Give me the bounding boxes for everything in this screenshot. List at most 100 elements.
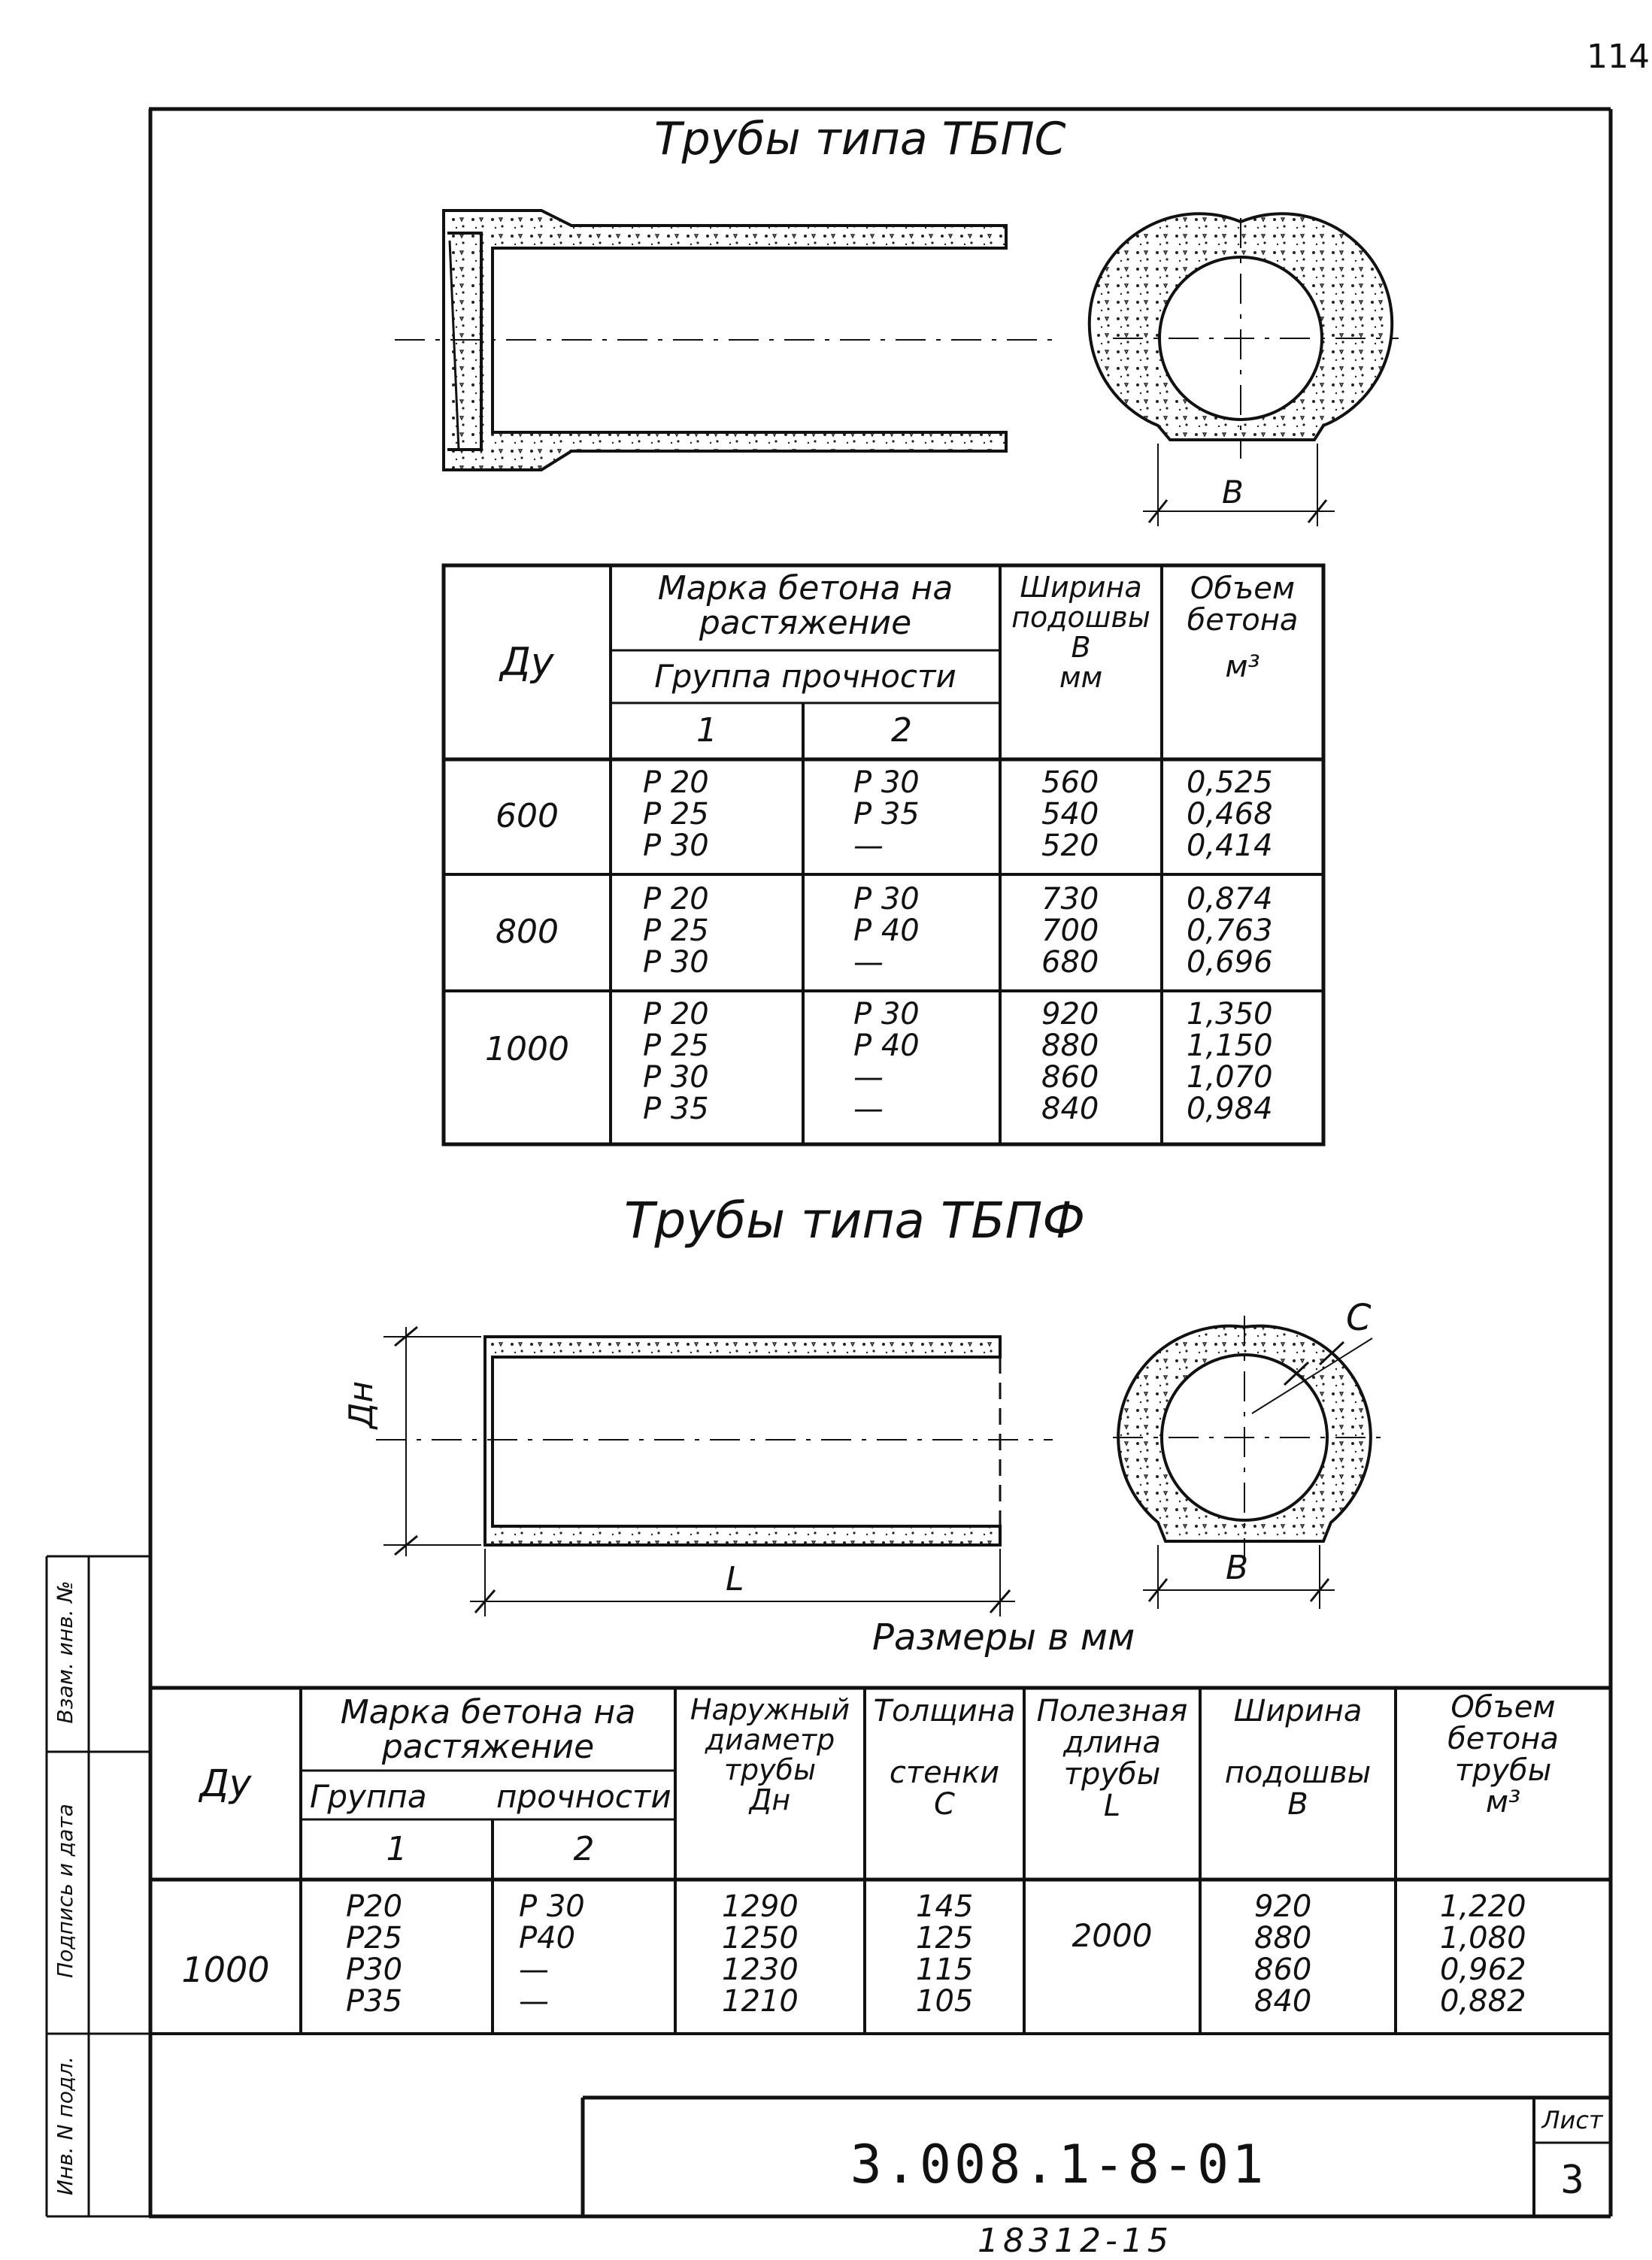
- units-note: Размеры в мм: [872, 1616, 1135, 1659]
- tbps-row-800-dy: 800: [496, 913, 559, 952]
- doc-code: 3.008.1-8-01: [850, 2134, 1267, 2196]
- title-block-grid: [580, 2095, 1611, 2216]
- tbps-row-1000-volume: 1,350 1,150 1,070 0,984: [1187, 998, 1273, 1125]
- width-value: 560: [1041, 765, 1099, 800]
- tbpf-dim-b: В: [1226, 1549, 1249, 1587]
- tbps-header-dy: Ду: [500, 639, 554, 685]
- tbpf-header-concrete-l1: Марка бетона на: [340, 1693, 636, 1731]
- grade: Р 30: [853, 765, 920, 800]
- sheet-number: 3: [1560, 2157, 1584, 2203]
- grade: Р30: [346, 1953, 403, 1987]
- tbpf-row-length: 2000: [1072, 1916, 1153, 1954]
- grade: Р 30: [643, 829, 709, 863]
- volume-value: 0,525: [1187, 765, 1273, 800]
- sheet-frame: [148, 107, 1613, 2219]
- grade: Р 25: [643, 797, 709, 832]
- tbpf-dim-dn: Дн: [342, 1380, 380, 1428]
- grade: Р 20: [643, 997, 709, 1032]
- tbpf-header-concrete: Марка бетона на растяжение: [301, 1695, 675, 1765]
- tbps-side-view: [395, 209, 1053, 471]
- tbps-header-group-1: 1: [696, 711, 717, 750]
- tbpf-header-group-b: прочности: [496, 1778, 671, 1815]
- tbps-row-600-dy: 600: [496, 797, 559, 836]
- width-value: 520: [1041, 829, 1099, 863]
- grade: Р 30: [643, 1060, 709, 1095]
- grade: Р20: [346, 1889, 403, 1924]
- grade: Р 30: [519, 1889, 585, 1924]
- tbps-header-volume-l1: Объем: [1190, 571, 1296, 606]
- wall-thickness-value: 145: [916, 1889, 974, 1924]
- tbpf-row-dy: 1000: [181, 1949, 270, 1990]
- outer-diameter-value: 1290: [722, 1889, 799, 1924]
- bottom-note: 18312-15: [978, 2222, 1173, 2260]
- width-value: 680: [1041, 945, 1099, 980]
- tbpf-row-outer: 1290 1250 1230 1210: [722, 1891, 799, 2017]
- tbpf-header-outer-l4: Дн: [749, 1783, 791, 1816]
- outer-diameter-value: 1210: [722, 1984, 799, 2019]
- tbpf-row-g1: Р20 Р25 Р30 Р35: [346, 1891, 402, 2017]
- grade: —: [519, 1984, 549, 2019]
- tbps-cross-section: [1087, 212, 1399, 526]
- grade: Р 40: [853, 913, 920, 948]
- tbpf-title: Трубы типа ТБПФ: [624, 1192, 1086, 1250]
- tbpf-cross-section: [1113, 1316, 1384, 1609]
- width-value: 700: [1041, 913, 1099, 948]
- stamp-inv-podl: Инв. N подл.: [53, 2056, 77, 2195]
- width-value: 880: [1254, 1921, 1312, 1956]
- side-stamp-frame: [45, 1555, 150, 2218]
- tbps-header-volume: Объем бетона м³: [1162, 573, 1323, 683]
- volume-value: 0,962: [1440, 1953, 1526, 1987]
- grade: —: [853, 1092, 884, 1126]
- width-value: 860: [1041, 1060, 1099, 1095]
- tbpf-row-g2: Р 30 Р40 — —: [519, 1891, 585, 2017]
- tbps-header-concrete-l1: Марка бетона на: [657, 569, 953, 607]
- width-value: 920: [1254, 1889, 1312, 1924]
- tbpf-header-outer-l1: Наружный: [690, 1693, 850, 1726]
- tbps-table-grid: [441, 563, 1326, 1147]
- outer-diameter-value: 1230: [722, 1953, 799, 1987]
- tbps-row-1000-dy: 1000: [485, 1030, 569, 1068]
- tbpf-header-outer-l3: трубы: [723, 1753, 817, 1786]
- tbps-row-600-g2: Р 30 Р 35 —: [853, 767, 920, 862]
- tbpf-side-view: [376, 1325, 1053, 1616]
- tbps-header-width-unit: мм: [1059, 660, 1103, 694]
- volume-value: 0,696: [1187, 945, 1273, 980]
- volume-value: 0,763: [1187, 913, 1273, 948]
- grade: Р 20: [643, 765, 709, 800]
- volume-value: 0,984: [1187, 1092, 1273, 1126]
- tbpf-dim-l: L: [726, 1560, 744, 1598]
- page-number: 114: [1587, 38, 1650, 76]
- volume-value: 1,220: [1440, 1889, 1526, 1924]
- tbpf-header-volume-l1: Объем: [1450, 1690, 1556, 1725]
- tbpf-header-length-l1: Полезная: [1036, 1694, 1188, 1728]
- grade: Р 30: [643, 945, 709, 980]
- tbpf-header-wall-l2: стенки: [889, 1756, 1000, 1790]
- tbps-row-1000-width: 920 880 860 840: [1041, 998, 1099, 1125]
- grade: Р 40: [853, 1029, 920, 1063]
- tbpf-header-wall-l3: С: [934, 1787, 955, 1822]
- tbps-row-600-volume: 0,525 0,468 0,414: [1187, 767, 1273, 862]
- tbps-header-width-l2: подошвы: [1011, 600, 1150, 634]
- grade: Р 35: [643, 1092, 709, 1126]
- tbps-title: Трубы типа ТБПС: [654, 113, 1066, 165]
- tbpf-header-group-1: 1: [386, 1829, 408, 1868]
- tbps-row-800-g2: Р 30 Р 40 —: [853, 883, 920, 978]
- volume-value: 0,882: [1440, 1984, 1526, 2019]
- tbps-header-width-l1: Ширина: [1020, 571, 1142, 604]
- volume-value: 1,080: [1440, 1921, 1526, 1956]
- width-value: 880: [1041, 1029, 1099, 1063]
- width-value: 730: [1041, 882, 1099, 916]
- volume-value: 0,468: [1187, 797, 1273, 832]
- width-value: 540: [1041, 797, 1099, 832]
- tbps-header-concrete: Марка бетона на растяжение: [611, 571, 1000, 650]
- grade: Р35: [346, 1984, 403, 2019]
- tbps-row-1000-g1: Р 20 Р 25 Р 30 Р 35: [643, 998, 709, 1125]
- stamp-podpis: Подпись и дата: [53, 1804, 77, 1978]
- tbps-header-group: Группа прочности: [654, 657, 956, 695]
- tbpf-header-group-2: 2: [573, 1829, 595, 1868]
- tbpf-header-width: Ширина подошвы В: [1200, 1695, 1396, 1820]
- tbps-dim-b: В: [1222, 474, 1244, 510]
- tbpf-row-wall: 145 125 115 105: [916, 1891, 973, 2017]
- stamp-vzam: Взам. инв. №: [53, 1580, 77, 1724]
